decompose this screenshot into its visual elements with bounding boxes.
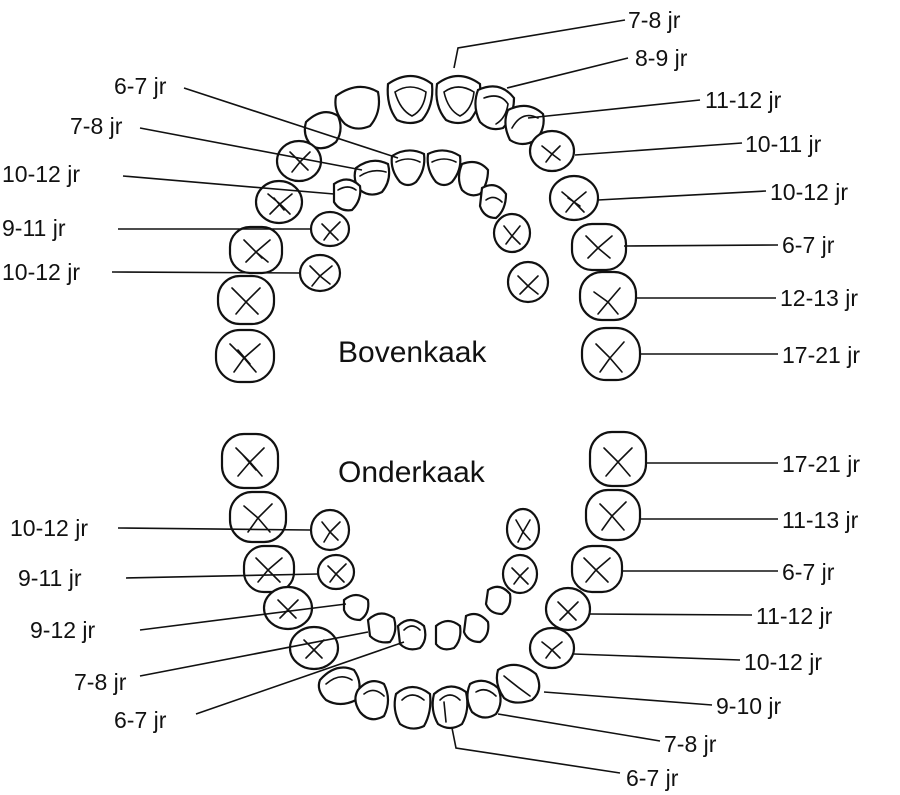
label-lower-milk-canine: 9-12 jr [30,617,96,643]
lower-jaw-title: Onderkaak [338,456,486,489]
upper-second-premolar-right [254,179,304,225]
label-upper-milk-first-molar: 9-11 jr [2,215,66,241]
label-upper-milk-lateral: 7-8 jr [70,113,123,139]
upper-first-molar-right [228,225,284,275]
upper-milk-canine-right [332,178,362,212]
lower-third-molar-left [588,430,648,488]
label-upper-milk-canine: 10-12 jr [2,161,80,187]
lower-canine-left [495,663,541,704]
lower-milk-canine-left [484,585,512,616]
lower-milk-second-molar-right [309,508,351,552]
label-upper-central: 7-8 jr [628,7,681,33]
label-upper-milk-second-molar: 10-12 jr [2,259,80,285]
upper-second-molar-left [578,270,638,322]
label-upper-milk-central: 6-7 jr [114,73,167,99]
label-lower-second-premolar: 11-12 jr [756,603,833,629]
lower-milk-lateral-right [366,612,397,644]
upper-milk-lateral-left [457,160,490,197]
upper-milk-first-molar-right [309,210,351,248]
upper-milk-second-molar-right [298,253,342,293]
label-upper-second-premolar: 10-12 jr [770,179,848,205]
label-lower-canine: 9-10 jr [716,693,782,719]
label-lower-first-molar: 6-7 jr [782,559,835,585]
upper-permanent-teeth [214,74,642,384]
label-upper-first-premolar: 10-11 jr [745,131,822,157]
upper-first-premolar-left [528,129,576,173]
label-lower-second-molar: 11-13 jr [782,507,859,533]
lower-second-premolar-left [544,586,592,632]
lower-central-incisor-left [431,685,469,730]
label-lower-milk-first-molar: 9-11 jr [18,565,82,591]
lower-lateral-incisor-left [466,679,502,719]
label-lower-first-premolar: 10-12 jr [744,649,822,675]
upper-central-incisor-right [386,74,434,125]
lower-first-premolar-left [528,626,576,670]
lower-milk-first-molar-right [316,553,356,591]
label-lower-milk-central: 6-7 jr [114,707,167,733]
lower-milk-central-right [396,618,427,651]
upper-milk-first-molar-left [492,212,532,254]
lower-lateral-incisor-right [354,679,390,721]
upper-jaw-title: Bovenkaak [338,336,487,369]
label-lower-third-molar: 17-21 jr [782,451,860,477]
label-upper-lateral: 8-9 jr [635,45,688,71]
lower-milk-teeth [309,507,541,651]
label-upper-canine: 11-12 jr [705,87,782,113]
lower-canine-right [317,666,361,706]
label-lower-central: 6-7 jr [626,765,679,791]
upper-lateral-incisor-right [334,85,381,130]
upper-milk-canine-left [478,183,508,220]
label-lower-milk-lateral: 7-8 jr [74,669,127,695]
lower-milk-first-molar-left [501,553,539,595]
lower-central-incisor-right [393,685,432,730]
label-lower-lateral: 7-8 jr [664,731,717,757]
upper-milk-central-right [390,149,426,187]
lower-milk-canine-right [342,593,370,622]
upper-third-molar-right [214,328,276,384]
label-upper-third-molar: 17-21 jr [782,342,860,368]
upper-second-premolar-left [548,174,600,222]
lower-permanent-teeth [220,430,648,730]
upper-milk-teeth [298,149,550,304]
upper-third-molar-left [580,326,642,382]
upper-milk-central-left [426,149,462,187]
leader-lines [111,19,779,774]
lower-milk-central-left [434,619,462,651]
upper-milk-second-molar-left [506,260,550,304]
lower-second-premolar-right [262,585,314,631]
label-upper-first-molar: 6-7 jr [782,232,835,258]
upper-central-incisor-left [435,74,482,125]
label-lower-milk-second-molar: 10-12 jr [10,515,88,541]
lower-milk-lateral-left [462,612,490,644]
upper-canine-right [303,111,342,150]
upper-second-molar-right [216,274,276,326]
lower-first-premolar-right [288,625,340,671]
label-upper-second-molar: 12-13 jr [780,285,858,311]
lower-milk-second-molar-left [505,507,541,551]
